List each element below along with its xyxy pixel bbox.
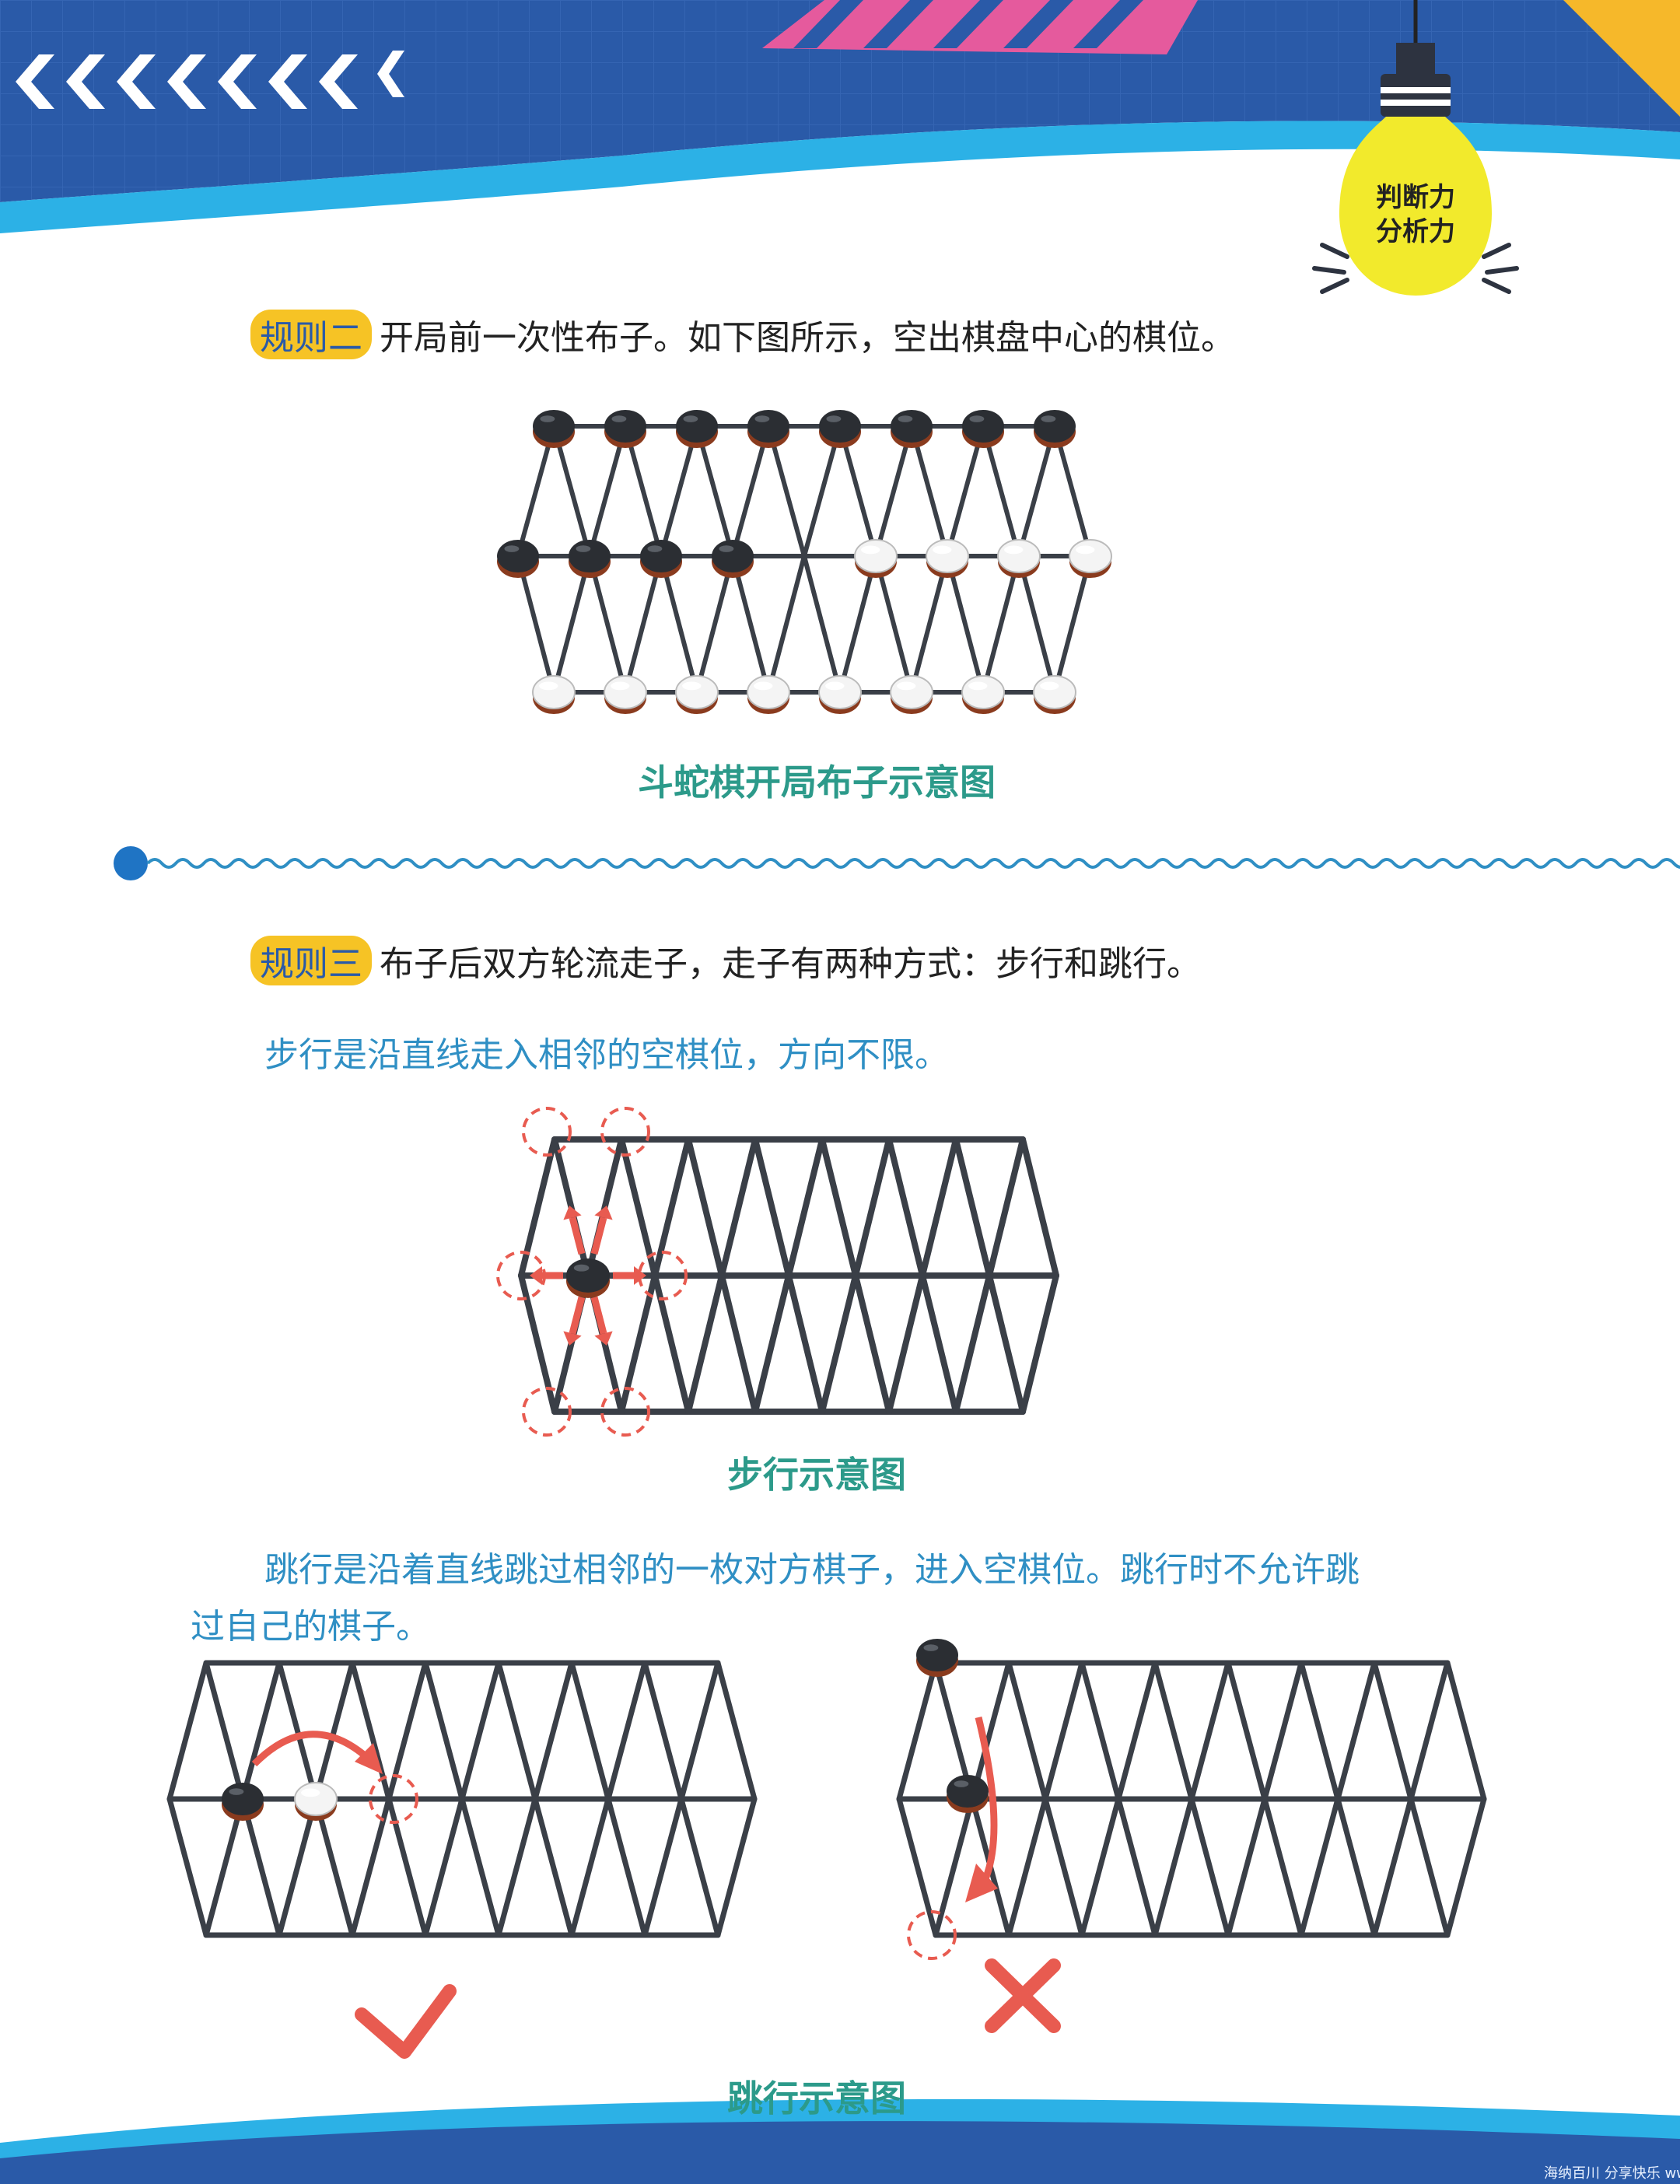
target-position-marker (522, 1387, 572, 1437)
figure1-caption: 斗蛇棋开局布子示意图 (638, 761, 996, 803)
white-stone (1069, 538, 1112, 579)
black-stone (891, 409, 933, 449)
rule3-text: 布子后双方轮流走子，走子有两种方式：步行和跳行。 (380, 944, 1201, 984)
direction-arrow-icon (613, 1266, 646, 1285)
target-position-marker (907, 1910, 957, 1960)
target-position-marker (369, 1774, 418, 1824)
jump-caption: 跳行示意图 (727, 2077, 906, 2119)
direction-arrow-icon (530, 1266, 563, 1285)
white-stone (818, 674, 862, 715)
black-stone (1034, 409, 1076, 449)
black-stone (747, 409, 789, 449)
white-stone (604, 674, 647, 715)
rule3-line: 规则三布子后双方轮流走子，走子有两种方式：步行和跳行。 (250, 936, 1201, 985)
white-stone (854, 538, 898, 579)
white-stone (747, 674, 790, 715)
jump-path-arrowhead-icon (965, 1864, 998, 1902)
white-stone (294, 1781, 338, 1822)
white-stone (926, 538, 969, 579)
black-stone (916, 1638, 958, 1678)
jump-description-line2: 过自己的棋子。 (191, 1607, 430, 1647)
check-mark-icon (355, 1984, 457, 2059)
black-stone (569, 539, 611, 579)
white-stone (532, 674, 576, 715)
opening-board-pieces (497, 409, 1112, 715)
step-caption: 步行示意图 (727, 1454, 906, 1496)
cross-mark-icon (985, 1958, 1061, 2033)
white-stone (1033, 674, 1076, 715)
white-stone (961, 674, 1005, 715)
target-position-marker (638, 1251, 688, 1300)
direction-arrow-icon (590, 1296, 613, 1346)
step-move-hints (496, 1107, 688, 1437)
watermark: 海纳百川 分享快乐 www.hainabaike.com (1544, 2165, 1680, 2182)
black-stone (497, 539, 539, 579)
white-stone (890, 674, 933, 715)
rule2-line: 规则二开局前一次性布子。如下图所示，空出棋盘中心的棋位。 (250, 310, 1235, 359)
direction-arrow-icon (563, 1206, 586, 1255)
bulb-label-line1: 判断力 (1376, 182, 1455, 213)
white-stone (997, 538, 1041, 579)
jump-path-arrowhead-icon (355, 1743, 383, 1774)
rule3-badge: 规则三 (250, 936, 372, 985)
jump-correct-board (166, 1660, 758, 1938)
black-stone (604, 409, 646, 449)
rule2-badge: 规则二 (250, 310, 372, 359)
black-stone (962, 409, 1004, 449)
black-stone (819, 409, 861, 449)
target-position-marker (522, 1107, 572, 1157)
jump-description-line1: 跳行是沿着直线跳过相邻的一枚对方棋子，进入空棋位。跳行时不允许跳 (264, 1550, 1360, 1590)
black-stone (566, 1258, 610, 1298)
step-description: 步行是沿直线走入相邻的空棋位，方向不限。 (264, 1035, 949, 1075)
step-board-lines (518, 1136, 1059, 1415)
black-stone (640, 539, 682, 579)
white-stone (675, 674, 719, 715)
black-stone (222, 1782, 264, 1822)
chevron-decoration (16, 51, 404, 109)
target-position-marker (600, 1107, 650, 1157)
bulb-label-line2: 分析力 (1376, 216, 1455, 247)
black-stone (676, 409, 718, 449)
target-position-marker (600, 1387, 650, 1437)
jump-path-arrow-icon (251, 1731, 375, 1767)
jump-pieces (222, 1638, 998, 1960)
rule2-text: 开局前一次性布子。如下图所示，空出棋盘中心的棋位。 (380, 318, 1235, 358)
black-stone (533, 409, 575, 449)
direction-arrow-icon (563, 1296, 586, 1346)
jump-wrong-board (896, 1660, 1487, 1938)
black-stone (712, 539, 754, 579)
black-stone (947, 1774, 989, 1814)
bulb-label: 判断力 分析力 (1353, 180, 1478, 249)
direction-arrow-icon (590, 1206, 613, 1255)
